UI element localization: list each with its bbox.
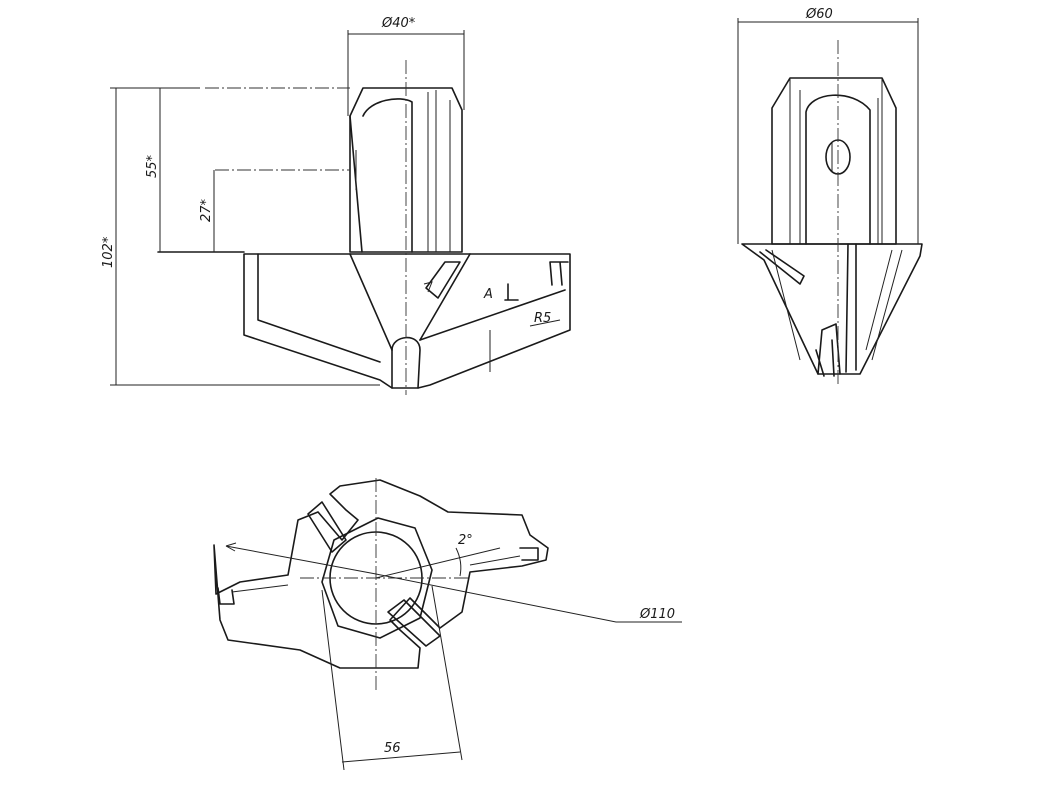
- angle-dim-label: 2°: [458, 533, 473, 548]
- side-diameter-dim-label: Ø60: [805, 7, 833, 22]
- front-view: A R5 Ø40* 102* 55* 27*: [101, 16, 571, 395]
- width-56-dim-label: 56: [384, 741, 401, 756]
- top-view: Ø110 2° 56: [213, 478, 682, 771]
- lower-height-dim-label: 27*: [199, 198, 214, 222]
- upper-height-dim-label: 55*: [145, 154, 160, 178]
- section-label: A: [483, 287, 493, 302]
- width-dim-label: Ø40*: [381, 16, 416, 31]
- side-view: Ø60: [737, 7, 923, 385]
- top-diameter-dim-label: Ø110: [639, 607, 675, 622]
- total-height-dim-label: 102*: [101, 236, 116, 268]
